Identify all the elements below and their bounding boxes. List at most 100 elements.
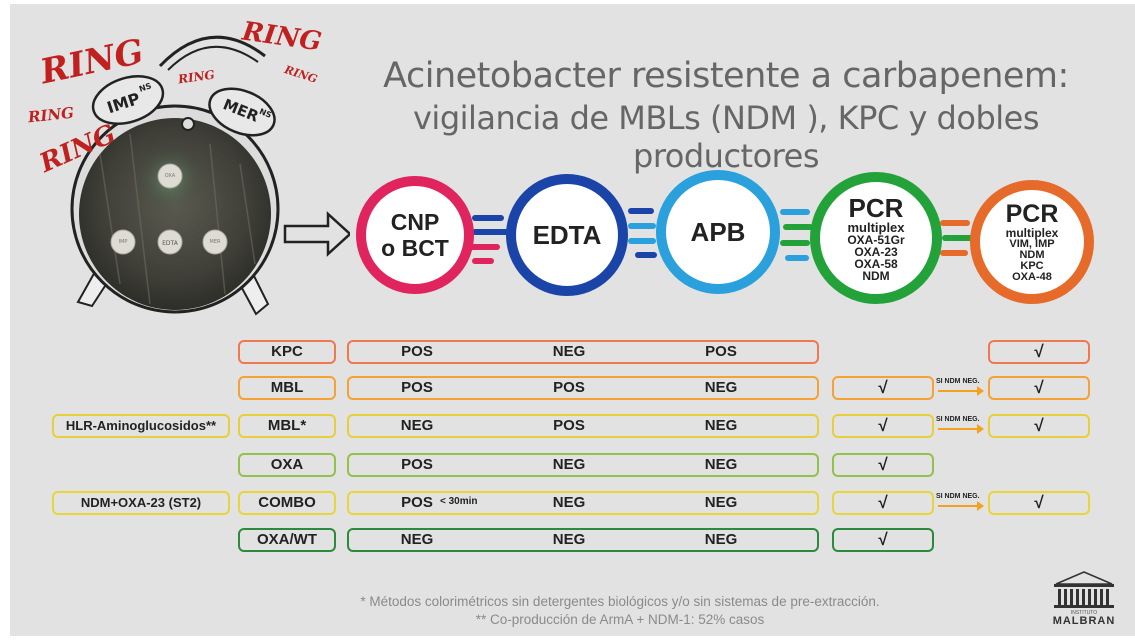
- apb-result: NEG: [704, 494, 738, 511]
- row-results-box: [347, 453, 819, 477]
- pcr2-check: √: [1034, 342, 1044, 361]
- pcr1-check: √: [878, 530, 888, 549]
- pcr1-box: [832, 376, 934, 400]
- footnote-2: ** Co-producción de ArmA + NDM-1: 52% ca…: [475, 612, 765, 627]
- alarm-clock-illustration: IMP NS MER NS OXA IMP EDTA MER: [70, 35, 350, 316]
- pcr2-check: √: [1034, 493, 1044, 512]
- row-results-box: [347, 414, 819, 438]
- disc-mer: [202, 229, 228, 255]
- connector-dash: [785, 255, 809, 261]
- row-label: COMBO: [258, 494, 316, 511]
- pcr1-check: √: [878, 493, 888, 512]
- apb-result: NEG: [704, 456, 738, 473]
- row-results-box: [347, 528, 819, 552]
- cnp-result: POS: [401, 343, 433, 360]
- apb-result: NEG: [704, 531, 738, 548]
- connector-dash: [470, 244, 500, 250]
- cnp-result: POS: [401, 379, 433, 396]
- pcr1-box: [832, 414, 934, 438]
- row-label-box: [238, 376, 336, 400]
- svg-text:MER: MER: [210, 239, 221, 245]
- pcr1-box: [832, 453, 934, 477]
- row-label: KPC: [271, 343, 303, 360]
- connector-dash: [940, 250, 968, 256]
- connector-dash: [628, 238, 656, 244]
- transition-arrow-icon: [938, 386, 984, 396]
- step-pcr1-circle: PCR multiplex OXA-51Gr OXA-23 OXA-58 NDM: [810, 172, 942, 304]
- footnote-1: * Métodos colorimétricos sin detergentes…: [360, 594, 880, 609]
- cnp-result: POS: [401, 494, 433, 511]
- row-label: OXA/WT: [257, 531, 317, 548]
- si-ndm-neg-label: SI NDM NEG.: [936, 416, 980, 423]
- edta-result: NEG: [552, 531, 586, 548]
- title-line-2: vigilancia de MBLs (NDM ), KPC y dobles …: [412, 99, 1040, 175]
- si-ndm-neg-label: SI NDM NEG.: [936, 378, 980, 385]
- apb-result: POS: [705, 343, 737, 360]
- connector-dash: [628, 223, 656, 229]
- pcr2-check: √: [1034, 378, 1044, 397]
- pcr2-box: [988, 414, 1090, 438]
- connector-dash: [780, 209, 810, 215]
- svg-text:EDTA: EDTA: [162, 240, 179, 247]
- apb-result: NEG: [704, 379, 738, 396]
- connector-dash: [628, 208, 654, 214]
- row-results-box: [347, 376, 819, 400]
- edta-result: POS: [553, 417, 585, 434]
- connector-dash: [780, 240, 810, 246]
- connector-dash: [940, 220, 970, 226]
- transition-arrow-icon: [938, 424, 984, 434]
- si-ndm-neg-label: SI NDM NEG.: [936, 493, 980, 500]
- edta-result: NEG: [552, 494, 586, 511]
- connector-dash: [472, 258, 494, 264]
- row-label-box: [238, 453, 336, 477]
- side-label-box: [52, 414, 230, 438]
- pcr1-check: √: [878, 378, 888, 397]
- step-edta-circle: EDTA: [506, 174, 628, 296]
- disc-imp: [110, 229, 136, 255]
- svg-text:IMP: IMP: [119, 239, 128, 245]
- connector-dash: [472, 229, 510, 235]
- cnp-result: POS: [401, 456, 433, 473]
- svg-text:OXA: OXA: [165, 173, 176, 179]
- pcr1-box: [832, 528, 934, 552]
- pcr1-check: √: [878, 416, 888, 435]
- edta-result: NEG: [552, 343, 586, 360]
- arrow-icon: [283, 211, 350, 257]
- pcr2-check: √: [1034, 416, 1044, 435]
- cnp-note: < 30min: [440, 496, 478, 507]
- step-cnp-circle: CNP o BCT: [356, 176, 474, 294]
- row-results-box: [347, 340, 819, 364]
- step-pcr2-circle: PCR multiplex VIM, IMP NDM KPC OXA-48: [970, 180, 1094, 304]
- row-results-box: [347, 491, 819, 515]
- connector-dash: [942, 235, 974, 241]
- connector-dash: [635, 252, 657, 258]
- bell-left: [91, 75, 165, 125]
- row-label: MBL*: [267, 417, 307, 434]
- edta-result: NEG: [552, 456, 586, 473]
- step-apb-circle: APB: [656, 170, 780, 294]
- pcr2-box: [988, 340, 1090, 364]
- svg-text:NS: NS: [138, 81, 153, 93]
- side-label: NDM+OXA-23 (ST2): [80, 495, 202, 510]
- logo-name: MALBRAN: [1052, 615, 1116, 627]
- pcr1-check: √: [878, 455, 888, 474]
- pcr2-box: [988, 376, 1090, 400]
- side-label-box: [52, 491, 230, 515]
- connector-dash: [472, 215, 504, 221]
- edta-result: POS: [553, 379, 585, 396]
- apb-result: NEG: [704, 417, 738, 434]
- logo-small-text: INSTITUTO: [1070, 610, 1098, 616]
- row-label-box: [238, 491, 336, 515]
- cnp-result: NEG: [400, 531, 434, 548]
- row-label-box: [238, 414, 336, 438]
- malbran-logo-icon: [1054, 571, 1114, 608]
- title-line-1: Acinetobacter resistente a carbapenem:: [383, 56, 1069, 96]
- row-label: MBL: [270, 379, 304, 396]
- pcr2-box: [988, 491, 1090, 515]
- disc-oxa: [157, 163, 183, 189]
- row-label-box: [238, 340, 336, 364]
- transition-arrow-icon: [938, 501, 984, 511]
- row-label: OXA: [270, 456, 304, 473]
- row-label-box: [238, 528, 336, 552]
- side-label: HLR-Aminoglucosidos**: [65, 418, 217, 433]
